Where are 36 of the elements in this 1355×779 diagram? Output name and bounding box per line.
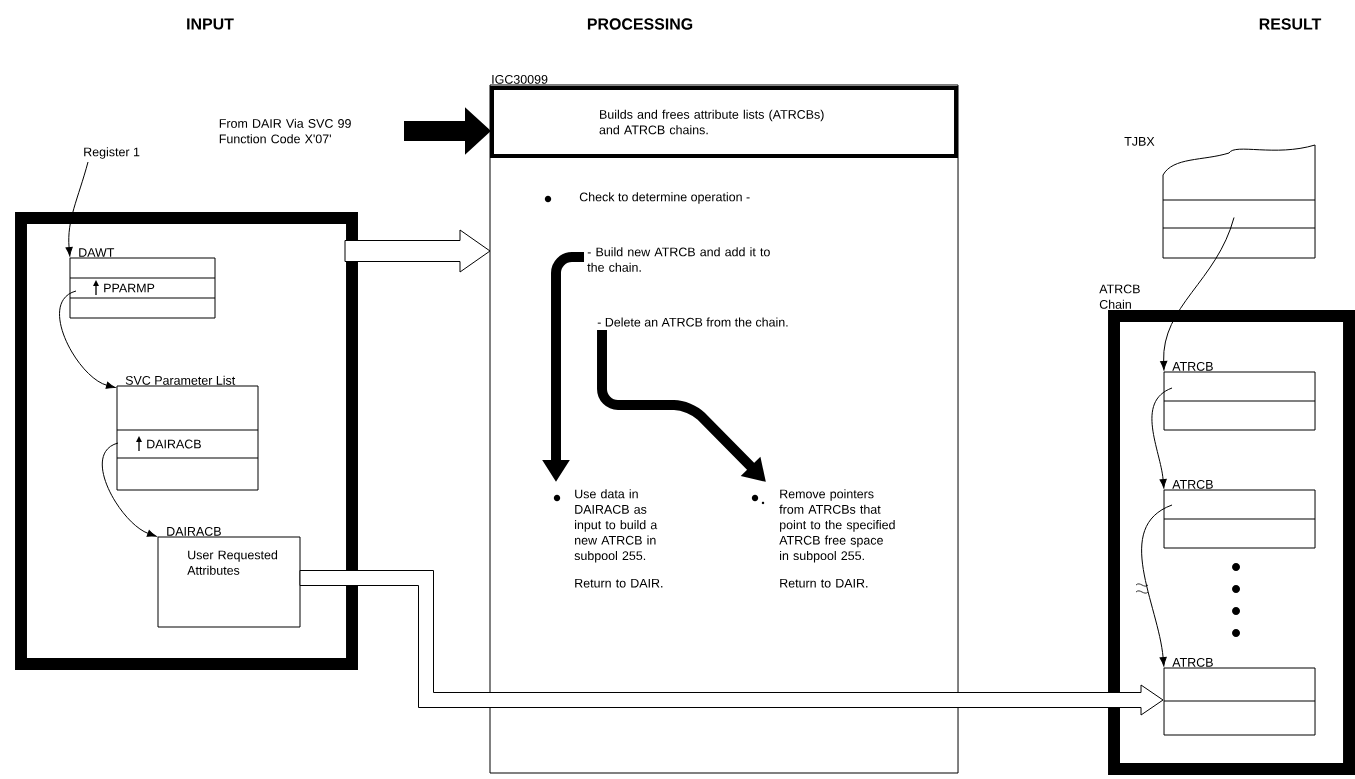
column-heading: PROCESSING xyxy=(587,18,693,30)
node-label: ATRCB xyxy=(1172,658,1213,667)
data-table: ATRCB xyxy=(1163,362,1316,431)
column-heading: INPUT xyxy=(187,18,234,30)
register-label: Register 1 xyxy=(84,147,140,159)
node-label: ATRCB xyxy=(1172,480,1213,489)
node-label: TJBX xyxy=(1124,137,1155,146)
input-frame xyxy=(15,212,358,670)
pointer-arrow xyxy=(1160,217,1235,371)
node-label: ATRCB Chain xyxy=(1099,284,1140,309)
pointer-arrow xyxy=(59,290,116,389)
data-table: DAWT PPARMP xyxy=(69,248,216,319)
data-box: DAIRACB User Requested Attributes xyxy=(157,527,301,628)
hollow-arrow xyxy=(344,229,491,273)
step-text: Check to determine operation - xyxy=(579,192,750,204)
node-label: ATRCB xyxy=(1172,362,1213,371)
column-heading: RESULT xyxy=(1259,18,1322,30)
node-label: SVC Parameter List xyxy=(125,375,236,385)
pointer-arrow xyxy=(102,442,157,537)
data-table: SVC Parameter List DAIRACB xyxy=(116,375,259,491)
entry-text: From DAIR Via SVC 99 Function Code X'07' xyxy=(219,118,351,144)
branch-text: - Delete an ATRCB from the chain. xyxy=(597,317,788,327)
node-label: DAIRACB xyxy=(167,527,221,536)
data-table: TJBX xyxy=(1124,137,1316,259)
data-table: ATRCB xyxy=(1163,480,1316,549)
pointer-arrow xyxy=(65,161,89,257)
step-text: Use data in DAIRACB as input to build a new ATRCB in subpool 255. Return to DAIR. xyxy=(574,489,663,588)
branch-text: - Build new ATRCB and add it to the chain. xyxy=(587,247,770,272)
pointer-arrow xyxy=(1141,504,1173,667)
node-label: DAWT xyxy=(79,248,115,257)
data-table: ATRCB xyxy=(1163,658,1316,736)
process-header-box: Builds and frees attribute lists (ATRCBs) and ATRCB chains. xyxy=(490,86,958,158)
pointer-arrow xyxy=(1151,387,1173,489)
hollow-arrow xyxy=(299,570,1164,716)
step-text: Remove pointers from ATRCBs that point to the specified ATRCB free space in subpool 255. Return to DAIR. xyxy=(779,489,895,588)
node-label: IGC30099 xyxy=(492,74,548,84)
